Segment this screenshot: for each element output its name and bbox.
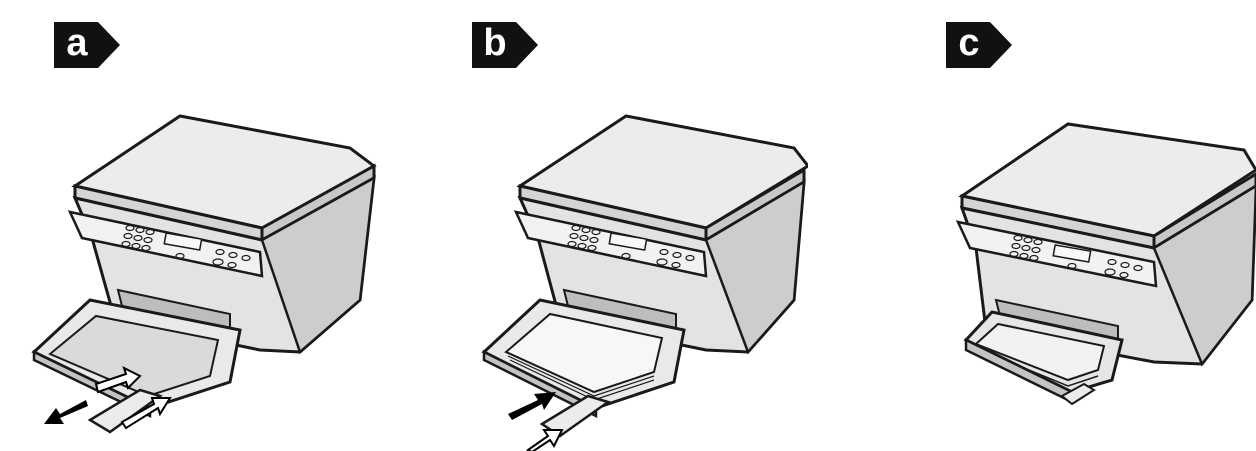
step-panel-a: a <box>30 0 448 451</box>
printer-illustration-c <box>922 0 1256 451</box>
printer-illustration-b <box>448 0 808 451</box>
step-panel-b: b <box>448 0 866 451</box>
step-panel-c: c <box>922 0 1256 451</box>
printer-illustration-a <box>30 0 390 451</box>
